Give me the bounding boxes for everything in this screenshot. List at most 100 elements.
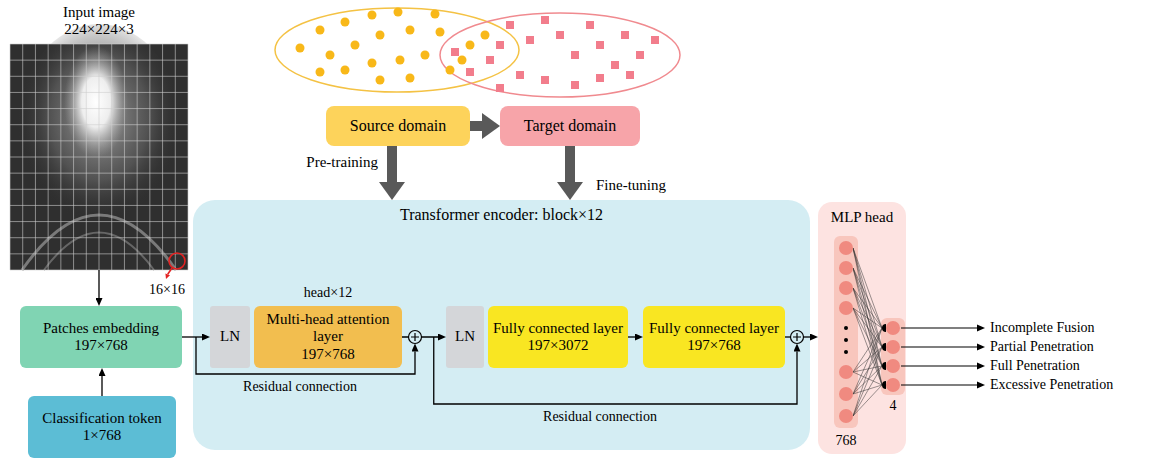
target-sample (541, 76, 549, 84)
flow-arrow (628, 336, 635, 337)
node-title: Target domain (524, 117, 616, 135)
node-dimension: 197×3072 (528, 337, 589, 354)
grid-line (10, 253, 188, 254)
head-count-label: head×12 (304, 285, 352, 301)
target-sample (611, 61, 619, 69)
node-title: Source domain (350, 117, 446, 135)
ellipsis-dot (844, 338, 848, 342)
target-sample (541, 16, 549, 24)
flow-arrow (98, 270, 99, 298)
dense-layer-box: Fully connected layer197×3072 (488, 306, 628, 368)
patch-size-label: 16×16 (149, 282, 185, 298)
node-dimension: 1×768 (83, 427, 121, 444)
source-sample (368, 11, 377, 20)
node-dimension: 197×768 (301, 346, 354, 363)
class-label: Partial Penetration (990, 339, 1094, 355)
node-title: Patches embedding (43, 320, 159, 337)
neuron (886, 321, 900, 335)
source-sample (376, 31, 385, 40)
norm-box: LN (446, 306, 484, 368)
target-sample (506, 21, 514, 29)
adder-cross (793, 333, 801, 341)
class-label: Full Penetration (990, 358, 1080, 374)
ellipsis-dot (844, 326, 848, 330)
node-title: Input image 224×224×3 (44, 4, 154, 39)
target-sample (586, 21, 594, 29)
target-sample (626, 71, 634, 79)
target-domain-box: Target domain (500, 106, 640, 146)
target-sample (571, 81, 579, 89)
grid-line (10, 221, 188, 222)
input-image: Input image 224×224×3 (10, 44, 188, 270)
grid-line (10, 124, 188, 125)
norm-box: LN (210, 306, 250, 368)
grid-line (10, 140, 188, 141)
target-sample (556, 31, 564, 39)
layer-highlight (881, 318, 905, 395)
residual-label: Residual connection (243, 379, 357, 395)
output-arrow (901, 346, 978, 347)
transfer-arrow (565, 146, 575, 182)
source-sample (446, 66, 455, 75)
grid-line (10, 108, 188, 109)
neuron (839, 365, 853, 379)
source-sample (351, 41, 360, 50)
target-sample (516, 71, 524, 79)
source-sample (376, 76, 385, 85)
node-dimension: 197×768 (687, 337, 740, 354)
source-sample (341, 18, 350, 27)
target-sample (596, 74, 604, 82)
source-sample (406, 26, 415, 35)
source-sample (394, 8, 403, 17)
input-cap (882, 362, 886, 370)
attention-box: Multi-head attention layer197×768 (254, 306, 402, 368)
output-arrow-head (977, 382, 985, 389)
source-sample (296, 44, 305, 53)
neuron (839, 241, 853, 255)
output-arrow-head (977, 325, 985, 332)
source-sample (368, 59, 377, 68)
patch-pointer (168, 268, 172, 274)
adder-symbol (409, 331, 422, 344)
neuron (839, 409, 853, 423)
source-sample (458, 56, 467, 65)
target-set (440, 13, 680, 97)
target-sample (466, 68, 474, 76)
node-title: Multi-head attention layer (258, 311, 398, 346)
encoder-panel: Transformer encoder: block×12LN Multi-hea… (193, 200, 810, 450)
transfer-arrow (470, 121, 482, 131)
grid-line (10, 76, 188, 77)
grid-line (10, 92, 188, 93)
target-sample (496, 41, 504, 49)
node-title: LN (220, 328, 240, 345)
neuron (886, 359, 900, 373)
source-sample (316, 26, 325, 35)
target-sample (526, 36, 534, 44)
node-title: Transformer encoder: block×12 (400, 206, 603, 224)
token-box: Classification token1×768 (28, 396, 176, 458)
node-title: Fully connected layer (493, 320, 623, 337)
input-cap (882, 324, 886, 332)
neuron (839, 301, 853, 315)
node-title: Fully connected layer (649, 320, 779, 337)
neuron (839, 387, 853, 401)
node-dimension: 197×768 (74, 337, 127, 354)
target-sample (486, 56, 494, 64)
output-arrow-head (977, 344, 985, 351)
neuron (839, 281, 853, 295)
output-arrow (901, 384, 978, 385)
grid-line (10, 60, 188, 61)
output-arrow-head (977, 363, 985, 370)
residual-label: Residual connection (543, 409, 657, 425)
grid-line (10, 189, 188, 190)
source-sample (406, 74, 415, 83)
grid-line (10, 173, 188, 174)
flow-arrow (182, 336, 202, 337)
target-sample (451, 48, 459, 56)
node-title: Classification token (42, 410, 162, 427)
source-sample (396, 56, 405, 65)
neuron (839, 261, 853, 275)
source-sample (326, 51, 335, 60)
